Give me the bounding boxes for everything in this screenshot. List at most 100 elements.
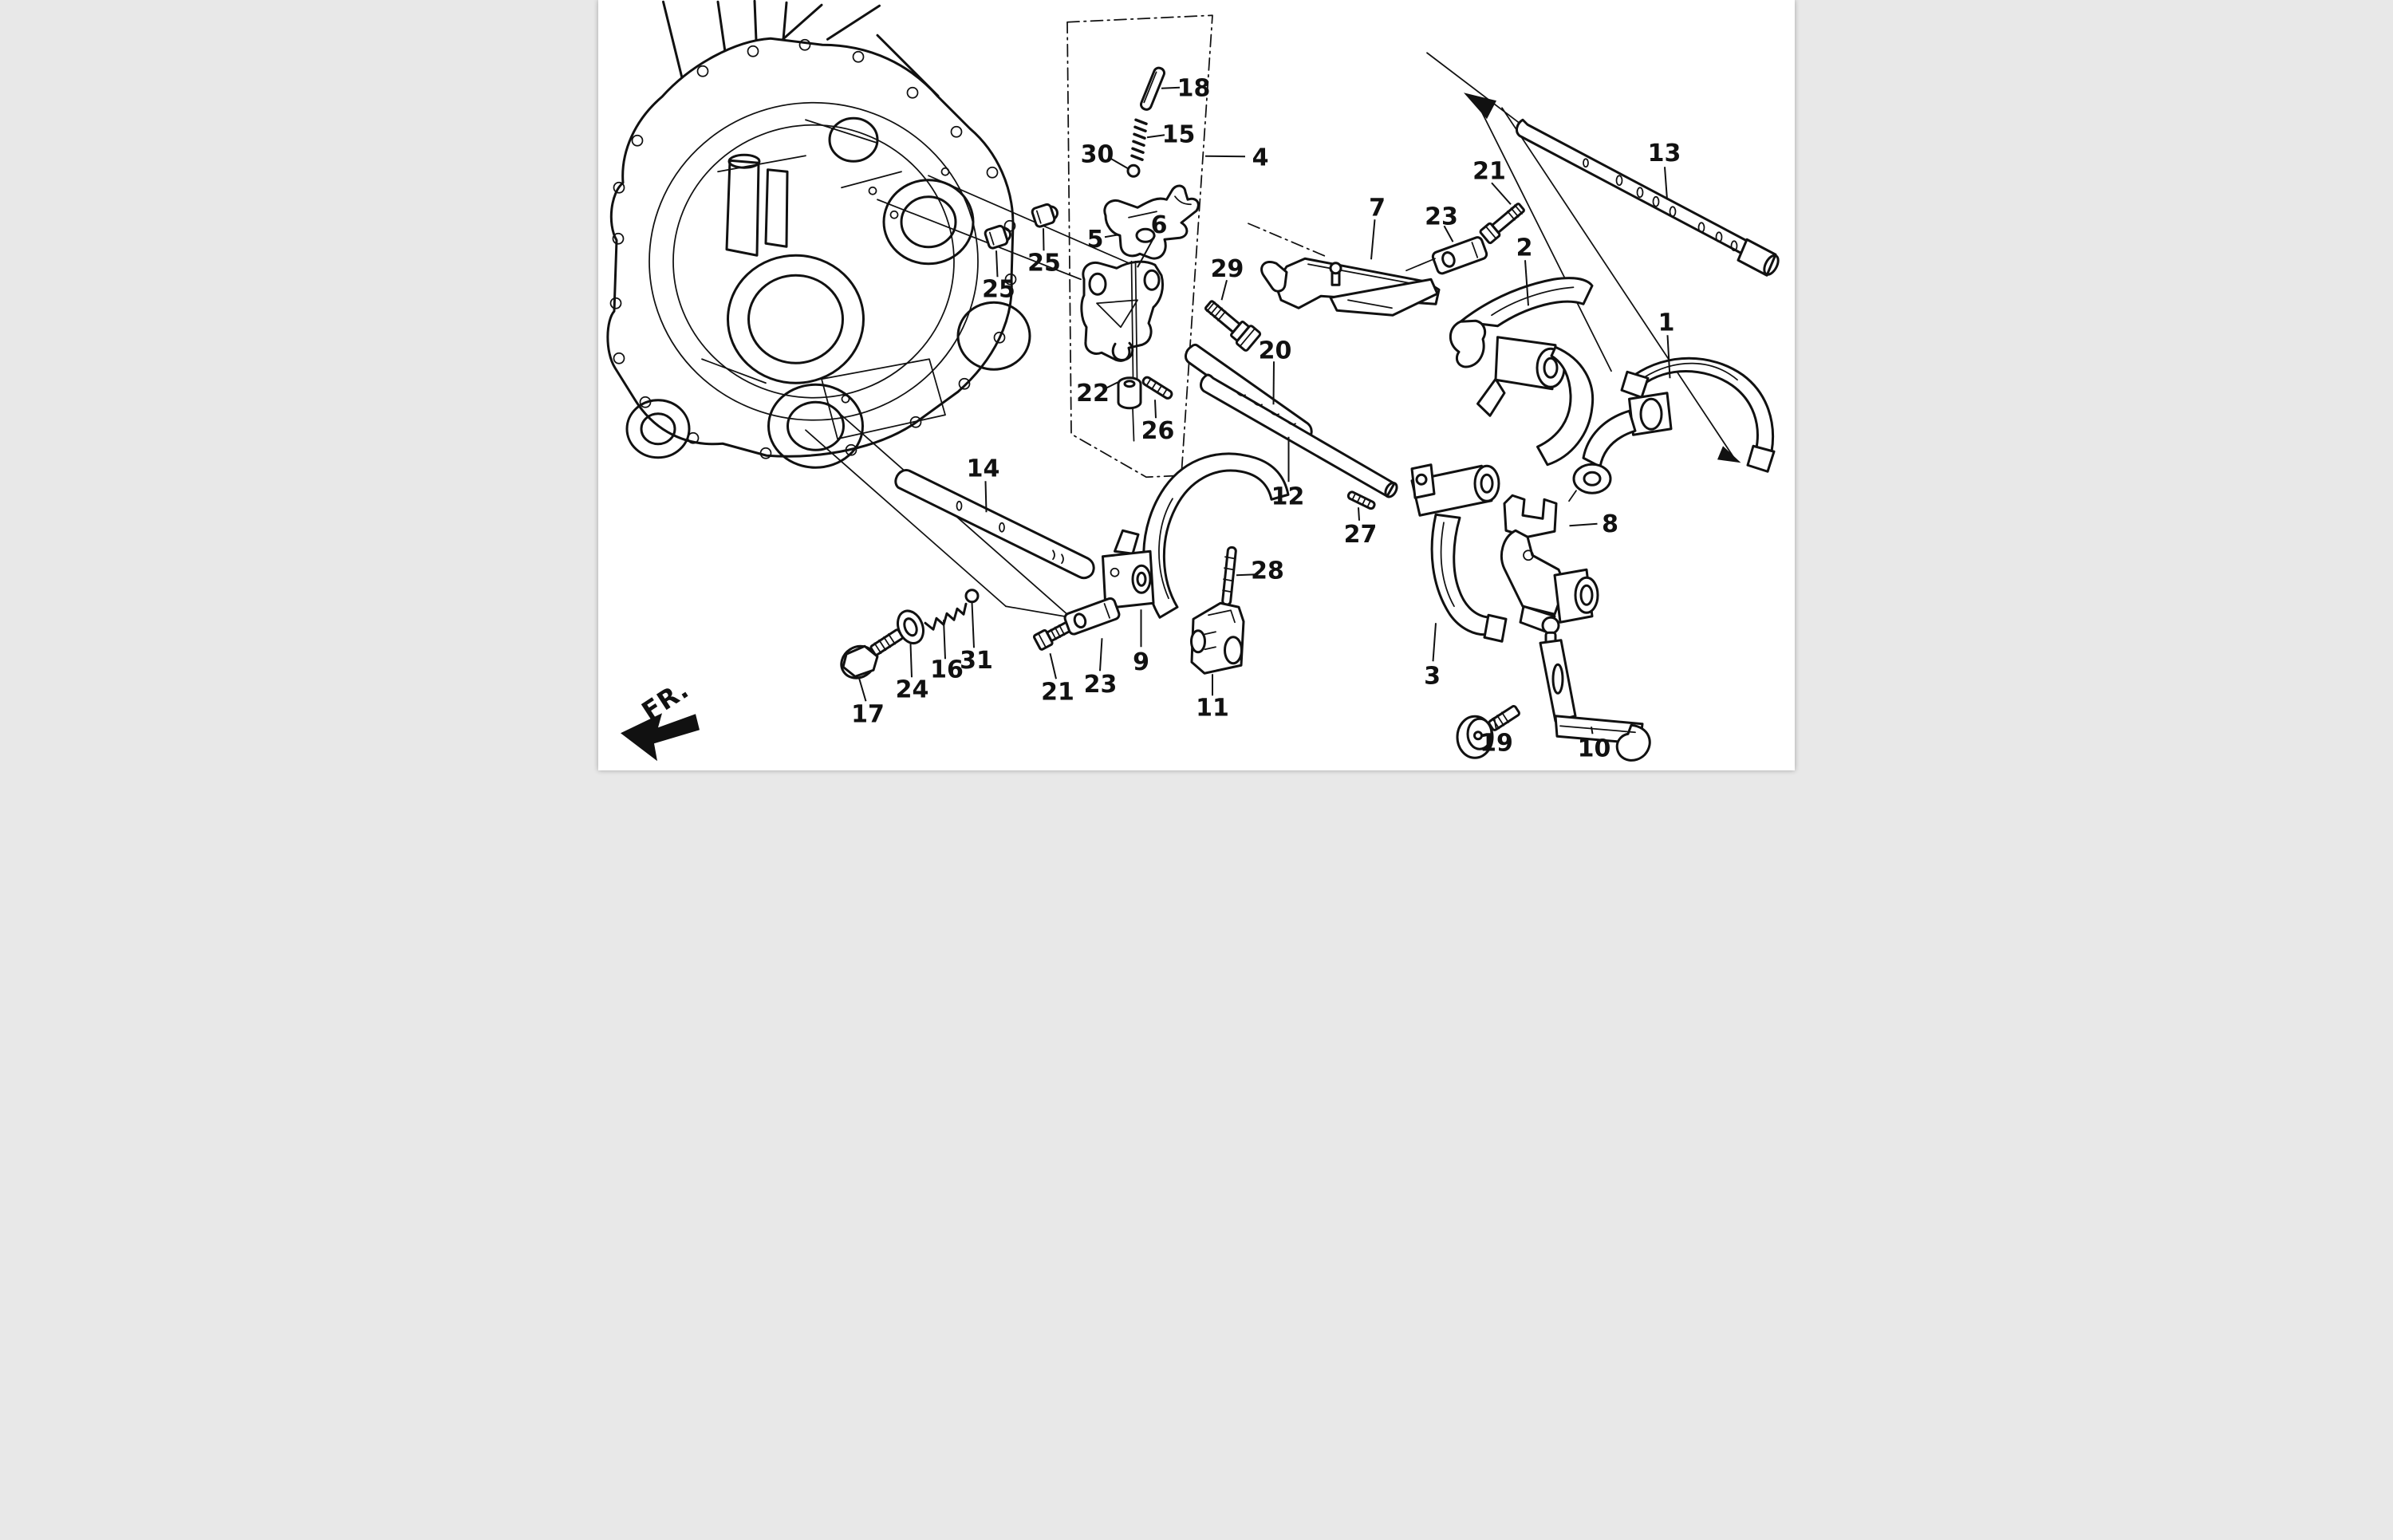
part-label-19: 19 bbox=[1480, 729, 1513, 757]
leader-line-13 bbox=[1664, 167, 1668, 200]
shift-fork-2 bbox=[1449, 277, 1595, 467]
leader-line-4 bbox=[1204, 155, 1246, 158]
leader-line-30 bbox=[1109, 157, 1129, 170]
part-label-22: 22 bbox=[1076, 380, 1110, 408]
leader-line-25a bbox=[1043, 228, 1045, 251]
leader-line-10 bbox=[1591, 727, 1594, 735]
part-label-14: 14 bbox=[967, 455, 1000, 482]
leader-line-14 bbox=[984, 481, 988, 513]
leader-line-27 bbox=[1358, 507, 1360, 521]
leader-line-23a bbox=[1443, 225, 1454, 242]
shift-piece-8 bbox=[1500, 494, 1599, 634]
detail-box-4 bbox=[1066, 14, 1213, 479]
plate-23-lower bbox=[1063, 597, 1121, 636]
leader-line-26 bbox=[1154, 400, 1157, 419]
part-label-21b: 21 bbox=[1041, 678, 1074, 706]
leader-line-16 bbox=[943, 620, 946, 660]
shift-fork-3 bbox=[1410, 463, 1508, 643]
part-label-9: 9 bbox=[1133, 648, 1149, 676]
part-label-23a: 23 bbox=[1425, 203, 1458, 230]
leader-line-23b bbox=[1099, 638, 1103, 672]
interlock-bracket-6 bbox=[1080, 260, 1165, 362]
fork-shaft-14 bbox=[894, 469, 1095, 580]
fr-direction-arrow: FR. bbox=[621, 674, 700, 762]
bolt-19 bbox=[1456, 704, 1520, 759]
leader-line-21a bbox=[1491, 182, 1512, 205]
part-label-25b: 25 bbox=[982, 275, 1015, 303]
part-label-1: 1 bbox=[1658, 309, 1675, 337]
leader-line-3 bbox=[1432, 623, 1437, 662]
washer-24 bbox=[897, 609, 924, 645]
leader-line-28 bbox=[1236, 573, 1257, 577]
pointer-arrowhead-upper bbox=[1464, 93, 1496, 120]
part-label-27: 27 bbox=[1344, 521, 1378, 549]
part-label-8: 8 bbox=[1602, 510, 1618, 538]
part-label-26: 26 bbox=[1141, 417, 1175, 445]
fork-shaft-12 bbox=[1200, 373, 1398, 498]
part-label-24: 24 bbox=[896, 675, 929, 703]
clip-25-lower bbox=[984, 224, 1011, 250]
part-label-30: 30 bbox=[1081, 140, 1114, 168]
part-label-5: 5 bbox=[1087, 226, 1104, 254]
spring-pin-26 bbox=[1141, 376, 1173, 400]
selector-rod bbox=[1130, 260, 1138, 442]
part-label-4: 4 bbox=[1252, 144, 1269, 171]
pin-18 bbox=[1139, 66, 1166, 111]
select-lever-7 bbox=[1260, 257, 1441, 317]
spring-pin-27 bbox=[1346, 490, 1376, 510]
leader-line-22 bbox=[1105, 381, 1118, 390]
part-label-13: 13 bbox=[1648, 140, 1681, 167]
part-label-10: 10 bbox=[1578, 735, 1611, 762]
projection-lines bbox=[877, 52, 1735, 459]
parts-diagram-canvas: FR. 123456789101112131415161718192021212… bbox=[606, 0, 1780, 762]
leader-line-18 bbox=[1161, 86, 1181, 89]
shift-guide-11 bbox=[1190, 601, 1245, 675]
part-label-18: 18 bbox=[1177, 74, 1211, 102]
leader-line-29 bbox=[1220, 279, 1228, 301]
spring-pin-28 bbox=[1221, 545, 1237, 606]
ball-30 bbox=[1126, 163, 1141, 178]
detent-ball-31 bbox=[964, 589, 980, 604]
part-label-17: 17 bbox=[851, 700, 885, 728]
leader-line-7 bbox=[1370, 219, 1376, 260]
shift-fork-1 bbox=[1568, 356, 1776, 502]
leader-line-24 bbox=[909, 644, 913, 678]
bolt-21-upper bbox=[1479, 203, 1525, 245]
part-label-2: 2 bbox=[1516, 234, 1533, 262]
detent-spring-16 bbox=[924, 602, 968, 631]
leader-line-25b bbox=[995, 250, 999, 278]
part-label-7: 7 bbox=[1369, 194, 1386, 222]
part-label-6: 6 bbox=[1151, 211, 1168, 239]
leader-line-15 bbox=[1146, 134, 1165, 139]
part-label-31: 31 bbox=[960, 647, 993, 675]
part-label-29: 29 bbox=[1211, 255, 1244, 283]
part-label-25a: 25 bbox=[1027, 249, 1061, 277]
plate-23-upper bbox=[1405, 236, 1488, 275]
shift-rod-13 bbox=[1516, 118, 1780, 277]
part-label-16: 16 bbox=[930, 656, 964, 683]
part-label-3: 3 bbox=[1424, 662, 1441, 690]
leader-line-5 bbox=[1104, 234, 1119, 238]
part-label-23b: 23 bbox=[1084, 671, 1118, 699]
callout-labels: 1234567891011121314151617181920212122232… bbox=[851, 74, 1681, 762]
spring-15 bbox=[1130, 118, 1148, 161]
leader-line-6 bbox=[1137, 234, 1156, 268]
detail-box-connector bbox=[1248, 223, 1329, 258]
shift-fork-9 bbox=[1102, 452, 1290, 619]
part-label-12: 12 bbox=[1271, 482, 1305, 510]
part-label-21a: 21 bbox=[1472, 157, 1506, 185]
bushing-22 bbox=[1117, 376, 1142, 410]
leader-line-31 bbox=[971, 602, 975, 648]
leader-line-2 bbox=[1524, 260, 1529, 306]
leader-line-20 bbox=[1272, 361, 1275, 405]
clip-25-upper bbox=[1031, 203, 1059, 228]
clutch-housing bbox=[606, 0, 1072, 619]
bolt-29 bbox=[1204, 300, 1262, 352]
select-arm-10 bbox=[1539, 616, 1651, 762]
leader-line-8 bbox=[1569, 522, 1598, 527]
part-label-20: 20 bbox=[1259, 337, 1292, 364]
part-label-28: 28 bbox=[1251, 557, 1284, 585]
leader-line-1 bbox=[1666, 335, 1671, 379]
part-label-15: 15 bbox=[1162, 120, 1196, 148]
